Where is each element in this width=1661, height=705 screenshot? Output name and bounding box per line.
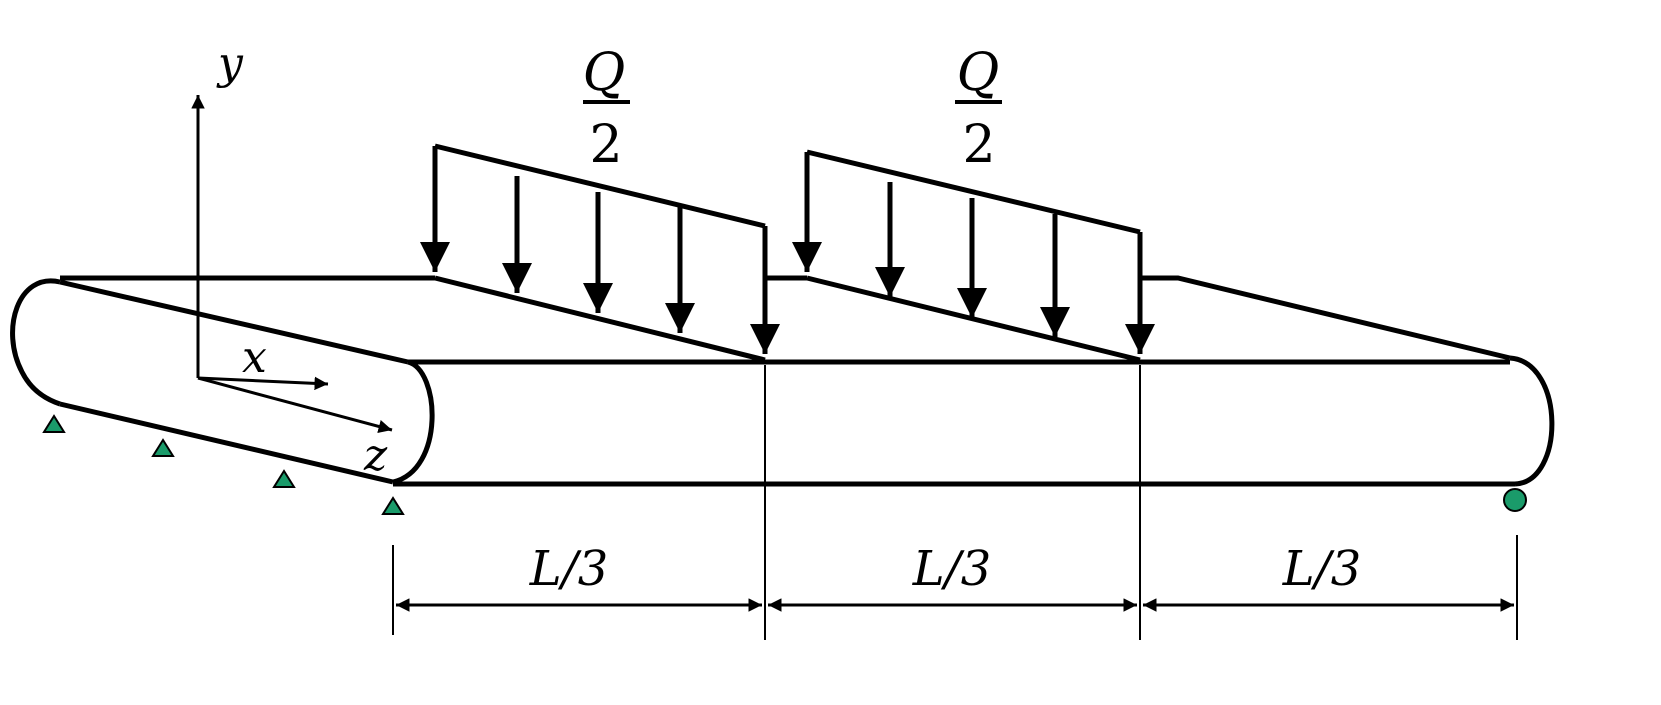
beam-left-cap: [10, 278, 61, 407]
roller-support: [1503, 488, 1527, 512]
z-axis-label: z: [363, 430, 388, 481]
z-axis: [197, 376, 393, 434]
beam-top-left-edge: [59, 279, 409, 365]
supports: [42, 414, 1527, 515]
dimensions: L/3 L/3 L/3: [392, 365, 1518, 640]
y-axis-label: y: [216, 38, 244, 89]
pin-support-4: [381, 496, 405, 515]
coordinate-axes: y x z: [191, 38, 393, 481]
x-axis-label: x: [242, 332, 267, 383]
load-1-denominator: 2: [589, 115, 622, 175]
pin-support-2: [151, 438, 175, 457]
x-axis: [197, 376, 329, 391]
load-1-numerator: Q: [583, 43, 626, 103]
beam: [10, 275, 1555, 487]
beam-mid-cap: [392, 359, 435, 485]
pin-support-3: [272, 469, 296, 488]
load-2-denominator: 2: [962, 115, 995, 175]
distributed-load-2: Q 2: [792, 43, 1155, 363]
pin-support-1: [42, 414, 66, 433]
beam-top-back-edge: [60, 275, 1511, 361]
distributed-load-1: Q 2: [420, 43, 780, 363]
dimension-label-2: L/3: [912, 541, 992, 597]
dimension-label-3: L/3: [1282, 541, 1362, 597]
beam-bottom-left-edge: [59, 401, 394, 485]
load-2-numerator: Q: [957, 43, 1000, 103]
beam-right-cap: [1509, 355, 1555, 487]
dimension-label-1: L/3: [529, 541, 609, 597]
